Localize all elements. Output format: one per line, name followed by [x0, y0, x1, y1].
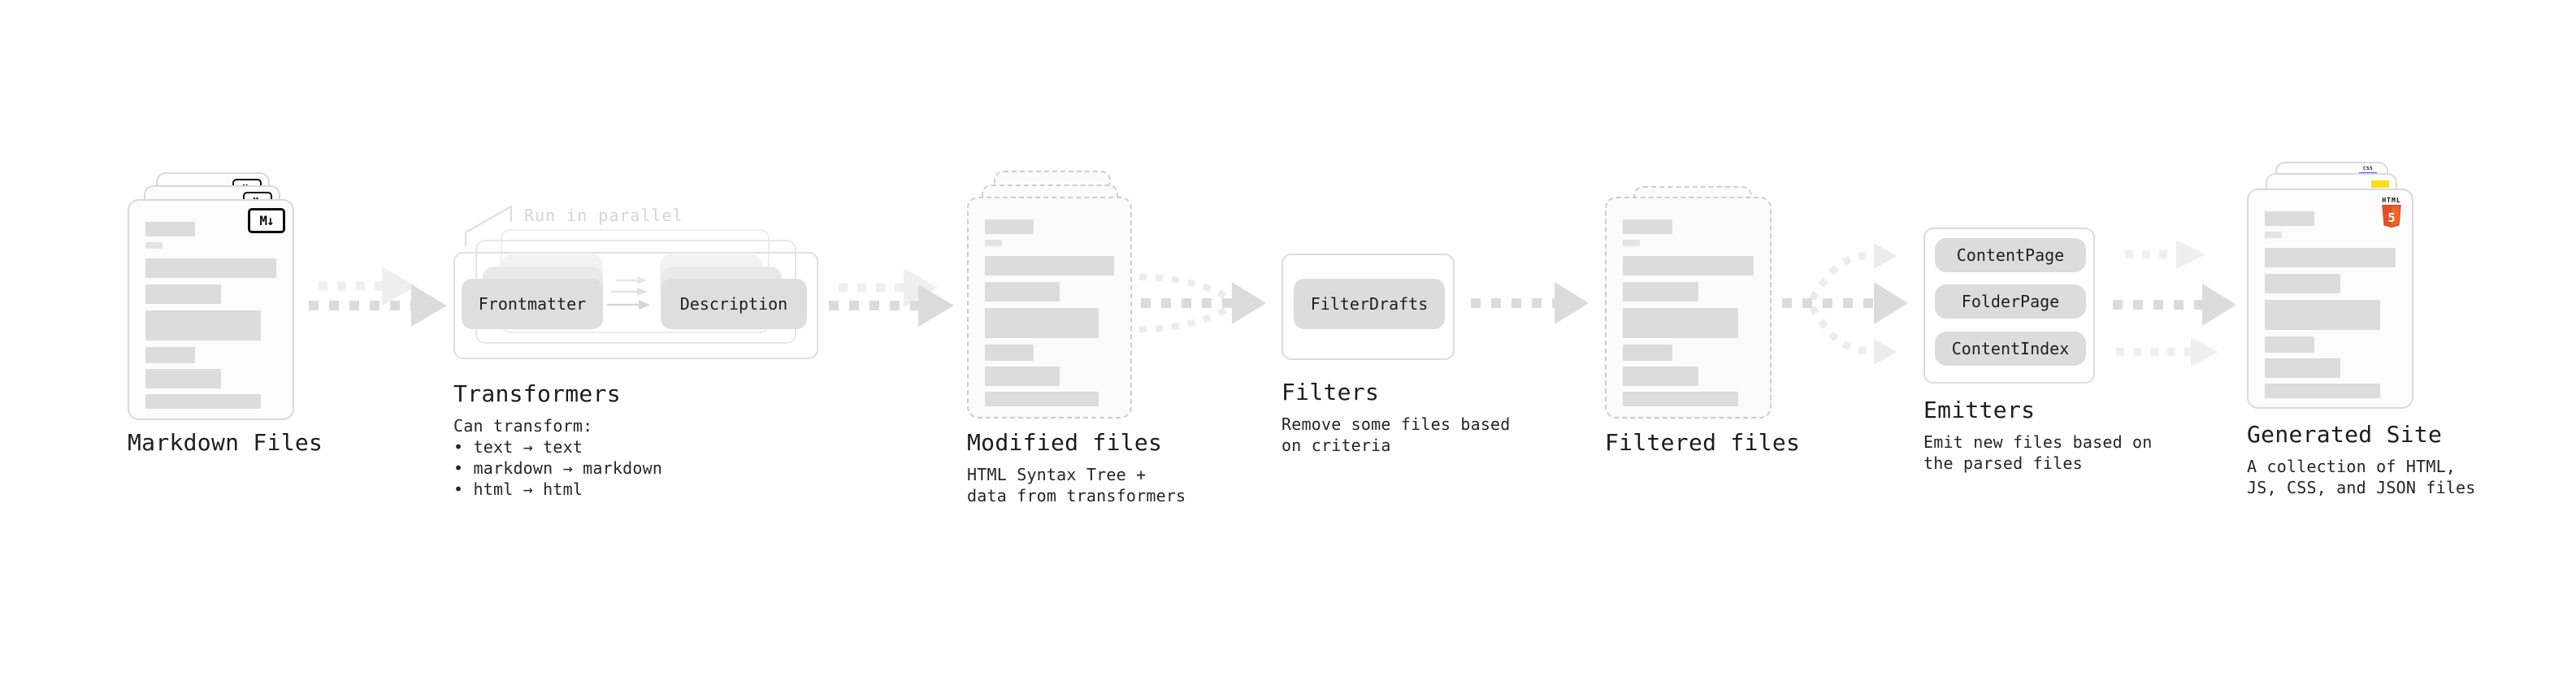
- stage-title: Generated Site: [2247, 421, 2443, 448]
- file-card: [967, 197, 1132, 419]
- placeholder-bar: [2265, 211, 2315, 226]
- file-card-content: [985, 219, 1114, 406]
- arrow-filtered-to-emitters: [1782, 243, 1908, 365]
- placeholder-bar: [985, 282, 1060, 301]
- html5-label: HTML: [2382, 197, 2401, 204]
- placeholder-bar: [985, 345, 1034, 361]
- placeholder-bar: [145, 369, 222, 388]
- markdown-icon: M↓: [248, 208, 285, 233]
- svg-text:5: 5: [2387, 210, 2395, 225]
- emitter-chip-folderpage: FolderPage: [1935, 284, 2086, 319]
- file-card: M↓: [128, 199, 294, 420]
- file-card-content: [145, 222, 276, 409]
- placeholder-bar: [1623, 392, 1738, 406]
- placeholder-bar: [145, 284, 222, 304]
- stage-title: Markdown Files: [128, 429, 323, 456]
- file-card-content: [2265, 211, 2396, 398]
- placeholder-bar: [145, 347, 196, 363]
- transformer-chip-frontmatter: Frontmatter: [462, 279, 603, 329]
- placeholder-bar: [1623, 282, 1699, 301]
- transformer-layer-front: [453, 252, 818, 359]
- placeholder-bar: [2265, 274, 2341, 293]
- stage-title: Filtered files: [1605, 429, 1801, 456]
- placeholder-bar: [985, 219, 1034, 234]
- placeholder-bar: [145, 258, 276, 278]
- emitter-chip-contentpage: ContentPage: [1935, 238, 2086, 272]
- file-card: [1605, 197, 1772, 419]
- stage-title: Transformers: [453, 380, 621, 407]
- file-card-content: [1623, 219, 1754, 406]
- placeholder-bar: [145, 394, 261, 409]
- placeholder-bar: [985, 256, 1114, 275]
- html5-icon: HTML 5: [2379, 197, 2404, 228]
- placeholder-bar: [985, 240, 1002, 246]
- arrow-filters-to-filtered: [1471, 282, 1589, 324]
- placeholder-bar: [985, 392, 1099, 406]
- placeholder-bar: [1623, 308, 1738, 338]
- placeholder-bar: [2265, 300, 2380, 330]
- stage-description: A collection of HTML, JS, CSS, and JSON …: [2247, 457, 2476, 497]
- placeholder-bar: [2265, 232, 2282, 238]
- stage-title: Filters: [1281, 379, 1380, 406]
- emitter-chip-contentindex: ContentIndex: [1935, 332, 2086, 366]
- stage-description: HTML Syntax Tree + data from transformer…: [967, 465, 1186, 505]
- placeholder-bar: [145, 242, 163, 249]
- placeholder-bar: [2265, 248, 2396, 267]
- filter-chip-filterdrafts: FilterDrafts: [1294, 279, 1445, 329]
- html5-shield: 5: [2382, 205, 2401, 228]
- file-card: HTML 5: [2247, 189, 2413, 409]
- placeholder-bar: [1623, 256, 1754, 275]
- placeholder-bar: [1623, 219, 1673, 234]
- stage-description: Remove some files based on criteria: [1281, 414, 1511, 455]
- placeholder-bar: [985, 367, 1060, 386]
- css-badge-label: CSS: [2362, 166, 2374, 171]
- stage-title: Emitters: [1923, 397, 2036, 423]
- run-in-parallel-label: Run in parallel: [524, 206, 683, 225]
- arrow-markdown-to-transformers: [309, 267, 447, 327]
- arrow-transformers-to-modified: [829, 268, 954, 327]
- placeholder-bar: [2265, 358, 2341, 378]
- placeholder-bar: [1623, 367, 1699, 386]
- stage-title: Modified files: [967, 429, 1163, 456]
- placeholder-bar: [145, 310, 261, 340]
- placeholder-bar: [1623, 345, 1673, 361]
- placeholder-bar: [1623, 240, 1640, 246]
- stage-description: Emit new files based on the parsed files: [1923, 432, 2153, 473]
- placeholder-bar: [985, 308, 1099, 338]
- placeholder-bar: [2265, 384, 2380, 398]
- stage-description: Can transform: • text → text • markdown …: [453, 416, 663, 499]
- js-badge-icon: [2371, 180, 2389, 188]
- arrow-modified-to-filters: [1138, 274, 1266, 332]
- arrow-emitters-to-generated: [2113, 240, 2236, 367]
- placeholder-bar: [2265, 336, 2315, 353]
- placeholder-bar: [145, 222, 196, 236]
- transformer-chip-description: Description: [661, 279, 807, 329]
